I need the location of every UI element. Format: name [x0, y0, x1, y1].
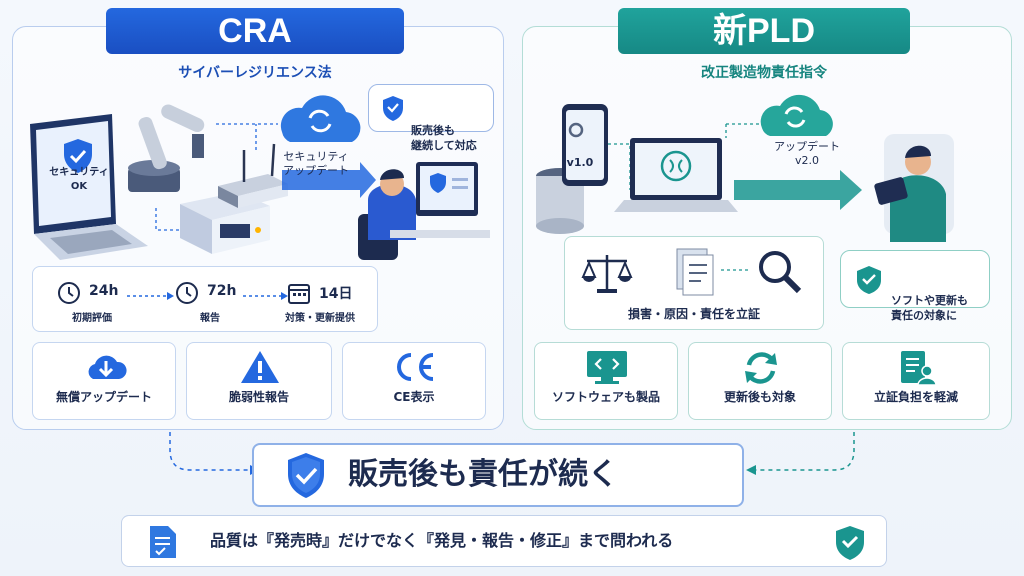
pld-subtitle: 改正製造物責任指令 — [701, 65, 827, 81]
timeline-value-1: 24h — [89, 283, 119, 299]
cra-card-label-3: CE表示 — [393, 390, 435, 404]
cra-bubble-text: 販売後も 継続して対応 — [411, 124, 477, 152]
pld-card-software: ソフトウェアも製品 — [534, 342, 678, 420]
shield-check-icon — [288, 453, 324, 498]
timeline-label-1: 初期評価 — [72, 313, 112, 324]
phone-version: v1.0 — [566, 156, 594, 169]
shield-icon — [64, 139, 92, 173]
cra-title: CRA — [106, 8, 404, 54]
cra-card-label-1: 無償アップデート — [55, 390, 152, 404]
timeline-label-3: 対策・更新提供 — [285, 313, 355, 324]
document-person-icon — [901, 351, 937, 386]
timeline-value-3: 14日 — [319, 286, 353, 302]
pld-bubble-text: ソフトや更新も 責任の対象に — [891, 294, 968, 322]
shield-check-icon — [857, 266, 881, 294]
cra-subtitle: サイバーレジリエンス法 — [178, 65, 332, 81]
timeline-value-2: 72h — [207, 283, 237, 299]
quality-bar: 品質は『発売時』だけでなく『発見・報告・修正』まで問われる — [121, 515, 887, 567]
cra-speech-bubble: 販売後も 継続して対応 — [368, 84, 494, 152]
control-box-icon — [180, 192, 270, 254]
calendar-icon — [288, 284, 310, 304]
clock-icon — [176, 282, 198, 304]
security-update-label: セキュリティ アップデート — [283, 150, 349, 177]
monitor-icon — [390, 162, 490, 238]
smartphone-icon — [562, 104, 608, 186]
arrow-icon — [734, 170, 862, 210]
pld-card-label-2: 更新後も対象 — [723, 390, 796, 404]
person-icon — [358, 169, 416, 260]
cra-card-ce: CE表示 — [342, 342, 486, 420]
document-icon — [676, 248, 714, 296]
cra-illustration — [30, 95, 490, 260]
laptop-security-label: セキュリティ OK — [49, 167, 109, 192]
clock-icon — [58, 282, 80, 304]
shield-check-icon — [383, 96, 403, 121]
pld-card-after-update: 更新後も対象 — [688, 342, 832, 420]
pld-card-burden: 立証負担を軽減 — [842, 342, 990, 420]
laptop-icon — [614, 138, 738, 212]
banner-text: 販売後も責任が続く — [348, 457, 618, 492]
code-monitor-icon — [587, 351, 627, 384]
shield-check-icon — [836, 526, 864, 560]
timeline-label-2: 報告 — [200, 313, 220, 324]
cloud-sync-icon — [280, 95, 361, 142]
pld-update-label: アップデート v2.0 — [774, 140, 840, 167]
refresh-icon — [745, 352, 777, 384]
cra-card-vuln-report: 脆弱性報告 — [186, 342, 332, 420]
pld-card-label-3: 立証負担を軽減 — [873, 390, 958, 404]
pld-illustration — [536, 94, 954, 242]
dashed-arrow-icon — [243, 292, 288, 300]
main-conclusion-banner: 販売後も責任が続く — [252, 443, 744, 507]
cloud-sync-icon — [760, 94, 833, 136]
cra-card-label-2: 脆弱性報告 — [228, 390, 289, 404]
magnifier-icon — [759, 251, 802, 294]
arrow-icon — [282, 162, 376, 198]
dashed-arrow-icon — [127, 292, 174, 300]
dashed-line — [721, 269, 751, 271]
laptop-icon — [30, 114, 148, 260]
cra-card-free-update: 無償アップデート — [32, 342, 176, 420]
pld-card-label-1: ソフトウェアも製品 — [551, 390, 660, 404]
person-icon — [874, 134, 954, 242]
quality-text: 品質は『発売時』だけでなく『発見・報告・修正』まで問われる — [210, 531, 674, 550]
scale-icon — [581, 255, 633, 293]
warning-icon — [241, 351, 279, 383]
router-icon — [218, 143, 288, 208]
robot-arm-icon — [128, 104, 205, 192]
pld-title: 新PLD — [618, 8, 910, 54]
ce-mark-icon — [397, 353, 434, 381]
pld-proof-box: 損害・原因・責任を立証 — [564, 236, 824, 330]
cloud-download-icon — [88, 355, 127, 379]
pld-speech-bubble: ソフトや更新も 責任の対象に — [840, 250, 990, 322]
pld-proof-label: 損害・原因・責任を立証 — [627, 307, 760, 321]
checklist-icon — [150, 526, 176, 558]
cra-timeline: 24h 初期評価 72h 報告 14日 対策・更新提供 — [32, 266, 378, 332]
